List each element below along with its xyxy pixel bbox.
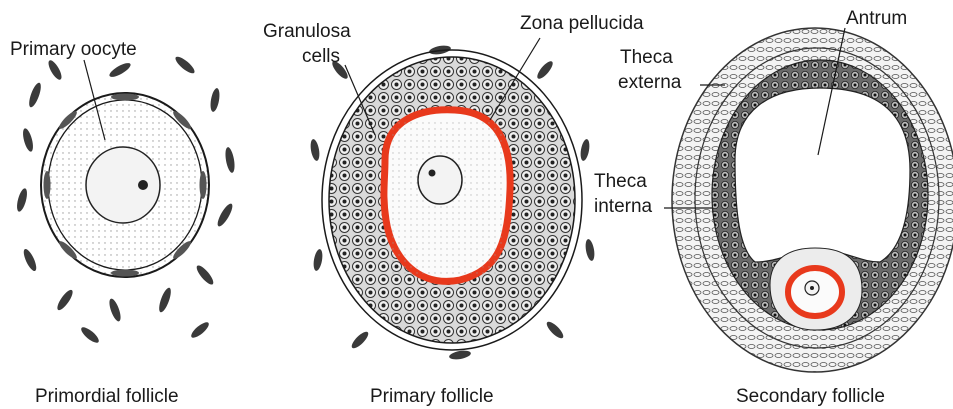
granulosa-label-line1: Granulosa [263, 21, 351, 42]
secondary-follicle: Antrum Theca externa Theca interna Secon… [594, 8, 953, 407]
primordial-follicle-caption: Primordial follicle [35, 386, 179, 407]
zona-pellucida-label: Zona pellucida [520, 13, 644, 34]
nucleolus [810, 286, 814, 290]
secondary-follicle-caption: Secondary follicle [736, 386, 885, 407]
theca-externa-label-line1: Theca [620, 47, 673, 68]
nucleolus [138, 180, 148, 190]
primary-oocyte-label: Primary oocyte [10, 39, 137, 60]
nucleolus [429, 170, 436, 177]
granulosa-label-line2: cells [302, 46, 340, 67]
primordial-follicle: Primary oocyte Primordial follicle [10, 39, 236, 407]
primary-follicle: Granulosa cells Zona pellucida Primary f… [263, 13, 644, 407]
theca-interna-label-line1: Theca [594, 171, 647, 192]
antrum [735, 88, 910, 262]
theca-interna-label-line2: interna [594, 196, 653, 217]
primary-oocyte-nucleus [418, 156, 462, 204]
theca-externa-label-line2: externa [618, 72, 682, 93]
antrum-label: Antrum [846, 8, 907, 29]
primary-follicle-caption: Primary follicle [370, 386, 494, 407]
oocyte-nucleus [86, 147, 160, 223]
